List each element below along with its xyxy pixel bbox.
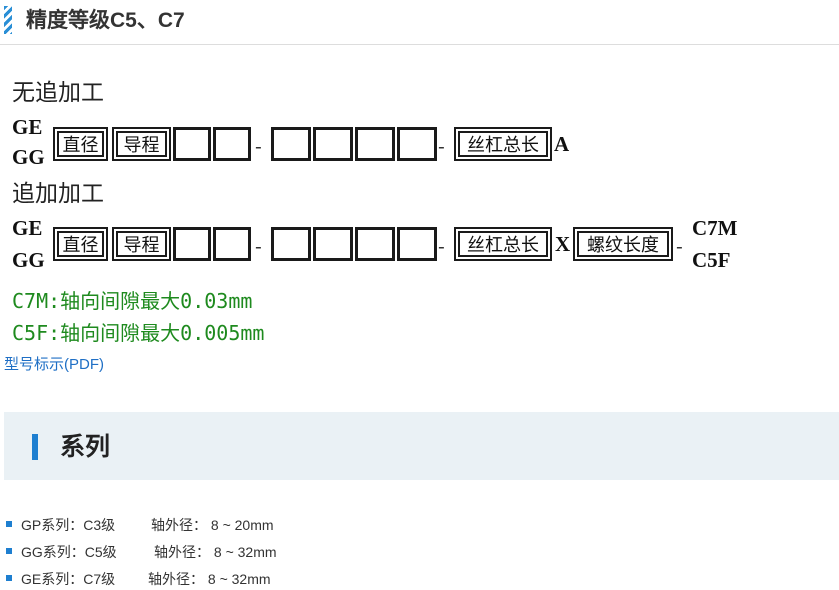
- box-diameter: 直径: [53, 227, 108, 261]
- box-total-length: 丝杠总长: [454, 127, 552, 161]
- box-blank: [313, 127, 353, 161]
- prefix-gg: GG: [12, 248, 45, 272]
- prefix-ge: GE: [12, 216, 43, 240]
- note-c5f: C5F:轴向间隙最大0.005mm: [12, 321, 265, 345]
- suffix-c7m: C7M: [692, 216, 738, 240]
- series-name: GP系列：C3级: [21, 517, 116, 533]
- box-total-length: 丝杠总长: [454, 227, 552, 261]
- header-stripe-icon: [4, 6, 12, 34]
- separator-dash: -: [676, 234, 683, 258]
- series-name: GE系列：C7级: [21, 571, 116, 587]
- section-accent-bar: [32, 434, 38, 460]
- page-header: 精度等级C5、C7: [0, 0, 839, 45]
- shaft-diameter: 轴外径： 8 ~ 32mm: [154, 544, 277, 560]
- bullet-square-icon: [6, 575, 12, 581]
- prefix-gg: GG: [12, 145, 45, 169]
- prefix-ge: GE: [12, 115, 43, 139]
- separator-dash: -: [255, 234, 262, 258]
- shaft-diameter: 轴外径： 8 ~ 32mm: [148, 571, 271, 587]
- bullet-square-icon: [6, 521, 12, 527]
- series-section-header: 系列: [4, 412, 839, 480]
- box-blank: [355, 127, 395, 161]
- box-blank: [355, 227, 395, 261]
- suffix-c5f: C5F: [692, 248, 731, 272]
- suffix-a: A: [554, 132, 570, 156]
- box-blank: [397, 127, 437, 161]
- page-title: 精度等级C5、C7: [26, 9, 185, 32]
- series-name: GG系列：C5级: [21, 544, 117, 560]
- bullet-square-icon: [6, 548, 12, 554]
- note-c7m: C7M:轴向间隙最大0.03mm: [12, 289, 253, 313]
- box-blank: [271, 127, 311, 161]
- model-pdf-link[interactable]: 型号标示(PDF): [4, 356, 104, 373]
- separator-dash: -: [255, 134, 262, 158]
- box-lead: 导程: [112, 127, 171, 161]
- box-thread-length: 螺纹长度: [573, 227, 673, 261]
- separator-dash: -: [438, 234, 445, 258]
- code-row-extra: 直径 导程 - - 丝杠总长 X 螺纹长度 - C7M C5F: [0, 216, 839, 272]
- box-lead: 导程: [112, 227, 171, 261]
- separator-dash: -: [438, 134, 445, 158]
- code-row-no-extra: 直径 导程 - - 丝杠总长 A: [0, 127, 839, 161]
- box-blank: [313, 227, 353, 261]
- section-title: 系列: [60, 433, 111, 461]
- box-blank: [213, 227, 251, 261]
- box-blank: [271, 227, 311, 261]
- box-blank: [173, 127, 211, 161]
- box-blank: [173, 227, 211, 261]
- box-blank: [397, 227, 437, 261]
- shaft-diameter: 轴外径： 8 ~ 20mm: [151, 517, 274, 533]
- box-diameter: 直径: [53, 127, 108, 161]
- caption-extra: 追加加工: [12, 181, 104, 207]
- multiply-x: X: [555, 232, 571, 256]
- box-blank: [213, 127, 251, 161]
- caption-no-extra: 无追加工: [12, 80, 104, 106]
